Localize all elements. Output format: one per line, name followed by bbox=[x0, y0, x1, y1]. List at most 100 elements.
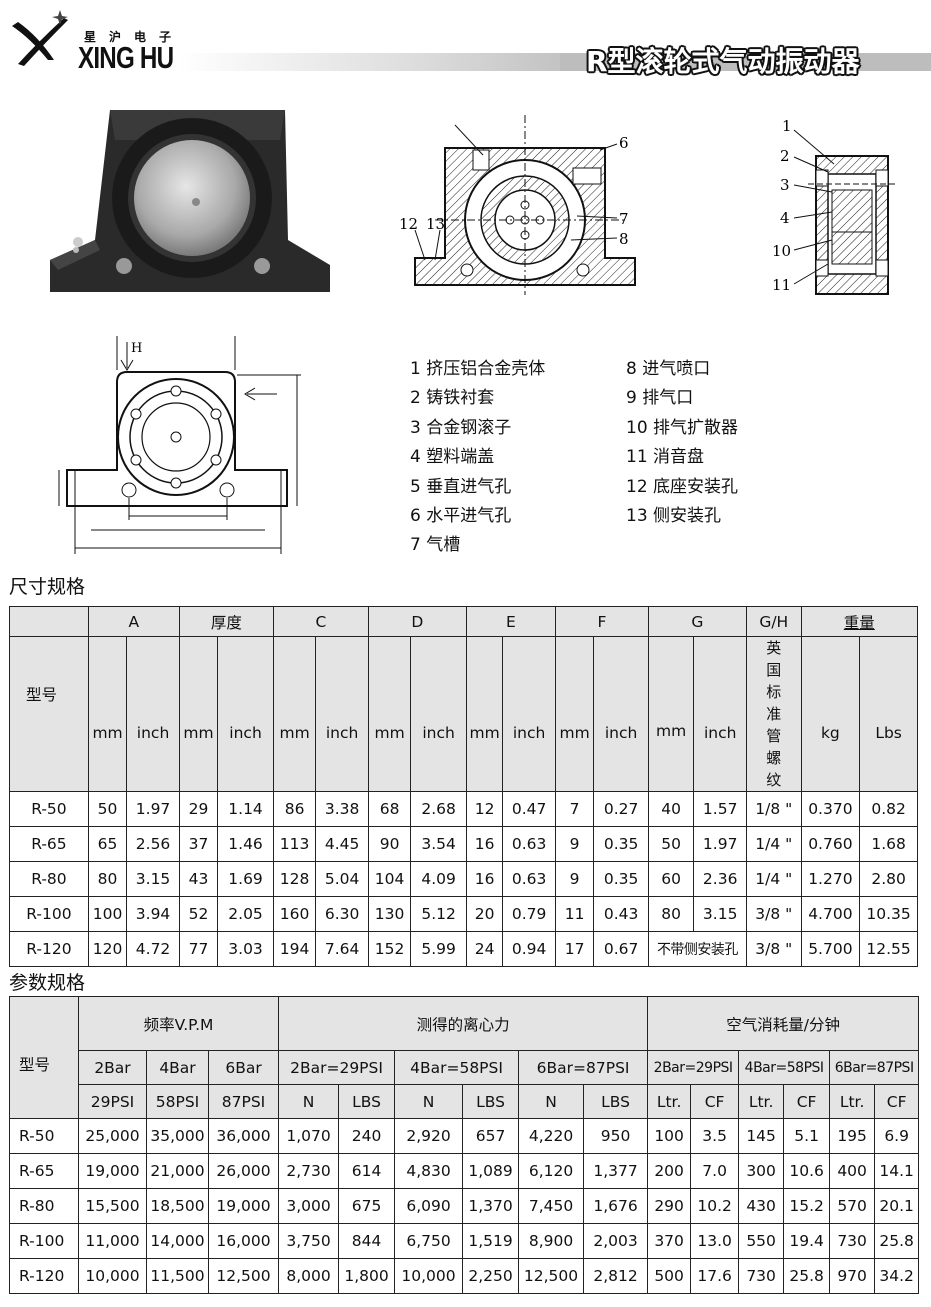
table-cell: 10,000 bbox=[78, 1258, 147, 1294]
table-cell: 19,000 bbox=[78, 1153, 147, 1189]
table-cell: 2,730 bbox=[278, 1153, 340, 1189]
table-cell: 16 bbox=[465, 861, 504, 897]
table-cell: 1,070 bbox=[278, 1118, 340, 1154]
table-cell: 675 bbox=[338, 1188, 396, 1224]
table-cell: 12,500 bbox=[207, 1258, 280, 1294]
table-cell: 12.55 bbox=[859, 931, 918, 967]
table-cell: 844 bbox=[338, 1223, 396, 1259]
table-cell: 4.09 bbox=[410, 861, 467, 897]
table-cell: 3.03 bbox=[217, 931, 274, 967]
table-cell: 0.79 bbox=[502, 896, 556, 932]
table-cell: 3.54 bbox=[410, 826, 467, 862]
air-unit: CF bbox=[874, 1084, 920, 1119]
table-cell: 5.12 bbox=[410, 896, 467, 932]
table-cell: 370 bbox=[647, 1223, 692, 1259]
table-cell: 100 bbox=[87, 896, 128, 932]
dimensions-table: A 厚度 C D E F G G/H 重量 型号 mm inch mm inch… bbox=[9, 606, 919, 967]
table-cell: 25.8 bbox=[874, 1223, 920, 1259]
table-cell-model: R-65 bbox=[9, 1153, 79, 1189]
part-item: 8 进气喷口 bbox=[626, 359, 711, 379]
table-cell: 6.9 bbox=[874, 1118, 920, 1154]
table-cell: 13.0 bbox=[690, 1223, 740, 1259]
table-cell: 19.4 bbox=[783, 1223, 831, 1259]
unit-inch: inch bbox=[502, 636, 556, 792]
table-cell: 3.38 bbox=[315, 791, 369, 827]
unit-mm: mm bbox=[272, 636, 317, 792]
force-unit: LBS bbox=[338, 1084, 396, 1119]
table-cell: 65 bbox=[87, 826, 128, 862]
product-photo bbox=[50, 110, 330, 292]
dims-header-f: F bbox=[554, 606, 649, 637]
table-cell: 3,750 bbox=[278, 1223, 340, 1259]
table-cell: 950 bbox=[583, 1118, 649, 1154]
table-cell: 145 bbox=[738, 1118, 785, 1154]
table-cell: 80 bbox=[87, 861, 128, 897]
table-cell: 36,000 bbox=[207, 1118, 280, 1154]
section-drawing: 6 7 8 12 13 bbox=[399, 115, 636, 295]
unit-mm: mm bbox=[87, 636, 128, 792]
table-cell: 29 bbox=[178, 791, 219, 827]
exploded-label-10: 10 bbox=[772, 242, 791, 260]
table-cell: 550 bbox=[738, 1223, 785, 1259]
part-item: 5 垂直进气孔 bbox=[410, 476, 512, 497]
part-item: 9 排气口 bbox=[626, 388, 694, 409]
freq-bar: 4Bar bbox=[146, 1050, 209, 1085]
params-header-force: 测得的离心力 bbox=[278, 996, 649, 1051]
table-cell: 86 bbox=[272, 791, 317, 827]
table-cell: 1,377 bbox=[583, 1153, 649, 1189]
table-cell: 21,000 bbox=[146, 1153, 209, 1189]
table-cell: 52 bbox=[178, 896, 219, 932]
unit-inch: inch bbox=[126, 636, 180, 792]
table-cell: 970 bbox=[829, 1258, 876, 1294]
part-item: 13 侧安装孔 bbox=[626, 506, 722, 527]
table-cell: 10.2 bbox=[690, 1188, 740, 1224]
table-cell: 7,450 bbox=[518, 1188, 585, 1224]
table-cell: 9 bbox=[554, 826, 595, 862]
table-cell: 400 bbox=[829, 1153, 876, 1189]
table-cell: 2.80 bbox=[859, 861, 918, 897]
exploded-label-2: 2 bbox=[780, 147, 790, 165]
table-cell: 26,000 bbox=[207, 1153, 280, 1189]
dims-header-a: A bbox=[87, 606, 180, 637]
table-cell: 18,500 bbox=[146, 1188, 209, 1224]
parameters-table: 型号 频率V.P.M 测得的离心力 空气消耗量/分钟 2Bar 4Bar 6Ba… bbox=[9, 996, 920, 1294]
table-cell: 0.82 bbox=[859, 791, 918, 827]
table-cell: 0.27 bbox=[593, 791, 649, 827]
table-cell: 430 bbox=[738, 1188, 785, 1224]
table-cell: 152 bbox=[367, 931, 412, 967]
table-cell: 194 bbox=[272, 931, 317, 967]
table-cell: 1.97 bbox=[693, 826, 747, 862]
unit-kg: kg bbox=[800, 636, 861, 792]
table-cell: 1,800 bbox=[338, 1258, 396, 1294]
table-cell: 7.0 bbox=[690, 1153, 740, 1189]
table-cell: 1.97 bbox=[126, 791, 180, 827]
table-cell: 0.370 bbox=[800, 791, 861, 827]
table-cell: 9 bbox=[554, 861, 595, 897]
table-cell: 17.6 bbox=[690, 1258, 740, 1294]
xinghu-logo bbox=[12, 10, 68, 66]
table-cell: 4.72 bbox=[126, 931, 180, 967]
table-cell: 35,000 bbox=[146, 1118, 209, 1154]
table-cell: 6,750 bbox=[394, 1223, 464, 1259]
dims-header-gh: G/H bbox=[745, 606, 802, 637]
table-cell: 0.35 bbox=[593, 861, 649, 897]
table-cell: 1.57 bbox=[693, 791, 747, 827]
table-cell: 4.700 bbox=[800, 896, 861, 932]
table-cell: 6,120 bbox=[518, 1153, 585, 1189]
force-unit: LBS bbox=[462, 1084, 520, 1119]
table-cell: 50 bbox=[647, 826, 695, 862]
table-cell: 3.15 bbox=[126, 861, 180, 897]
unit-mm: mm bbox=[465, 636, 504, 792]
parts-list-left: 1 挤压铝合金壳体 2 铸铁衬套 3 合金钢滚子 4 塑料端盖 5 垂直进气孔 … bbox=[410, 355, 545, 561]
unit-lbs: Lbs bbox=[859, 636, 918, 792]
air-unit: Ltr. bbox=[829, 1084, 876, 1119]
air-unit: Ltr. bbox=[647, 1084, 692, 1119]
table-cell: 2.68 bbox=[410, 791, 467, 827]
table-cell: 17 bbox=[554, 931, 595, 967]
part-item: 7 气槽 bbox=[410, 535, 461, 556]
table-cell: 3/8 " bbox=[745, 896, 802, 932]
